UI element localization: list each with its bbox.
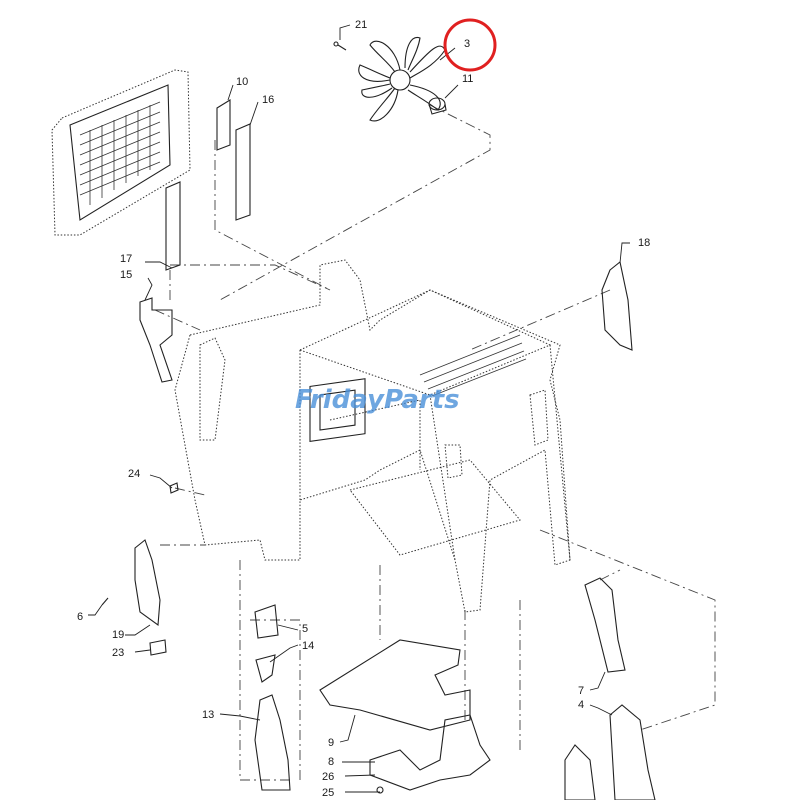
callout-6: 6: [77, 611, 83, 623]
engine-block: [309, 378, 366, 443]
callout-4: 4: [578, 699, 584, 711]
radiator-grille: [51, 69, 191, 236]
assembly-lines: [154, 104, 716, 781]
watermark: FridayParts: [295, 385, 460, 415]
plate-8: [369, 714, 491, 791]
fan-bushing: [428, 97, 447, 115]
callout-labels: 21 3 11 10 16 17 15 18 24 6 19 23 5 14 1…: [77, 19, 650, 799]
callout-19: 19: [112, 629, 124, 641]
bracket-14: [255, 654, 276, 683]
pad-23: [149, 639, 167, 656]
lower-right-parts: [564, 577, 656, 800]
callout-23: 23: [112, 647, 124, 659]
callout-16: 16: [262, 94, 274, 106]
callout-7: 7: [578, 685, 584, 697]
floor-plates: [319, 639, 491, 794]
highlight-circle: [443, 18, 497, 72]
cooling-fan: [333, 36, 447, 122]
callout-9: 9: [328, 737, 334, 749]
callout-8: 8: [328, 756, 334, 768]
plate-9: [319, 639, 471, 731]
callout-10: 10: [236, 76, 248, 88]
callout-11: 11: [462, 73, 473, 85]
roof-vent: [419, 334, 527, 397]
panel-4: [609, 704, 656, 800]
side-panel-15: [139, 297, 173, 383]
callout-21: 21: [355, 19, 367, 31]
fan-bolt: [333, 41, 347, 51]
callout-5: 5: [302, 623, 308, 635]
callout-18: 18: [638, 237, 650, 249]
panel-18: [601, 261, 633, 351]
callout-15: 15: [120, 269, 132, 281]
lower-left-parts: [101, 482, 291, 791]
panel-19: [134, 539, 161, 627]
callout-17: 17: [120, 253, 132, 265]
callout-26: 26: [322, 771, 334, 783]
panel-13: [254, 694, 291, 791]
callout-13: 13: [202, 709, 214, 721]
bracket-5: [254, 604, 279, 639]
callout-25: 25: [322, 787, 334, 799]
panel-partial: [564, 744, 596, 800]
callout-3: 3: [464, 38, 470, 50]
loader-frame: [174, 259, 571, 613]
seal-strips: [165, 99, 251, 271]
callout-24: 24: [128, 468, 140, 480]
leader-lines: [88, 24, 630, 793]
callout-14: 14: [302, 640, 314, 652]
panel-7: [584, 577, 626, 673]
bolt-24: [169, 482, 179, 494]
